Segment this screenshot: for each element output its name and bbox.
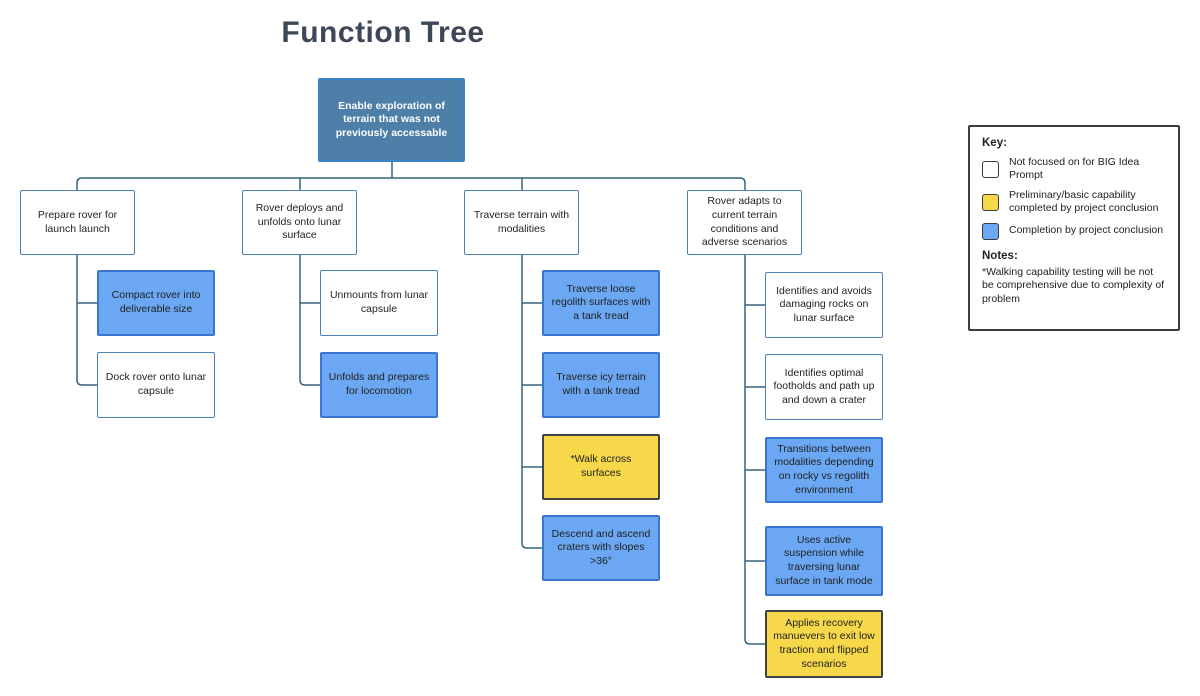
node-root-enable-exploration: Enable exploration of terrain that was n… bbox=[318, 78, 465, 162]
node-traverse-terrain-modalities: Traverse terrain with modalities bbox=[464, 190, 579, 255]
node-compact-rover: Compact rover into deliverable size bbox=[97, 270, 215, 336]
node-traverse-loose-regolith: Traverse loose regolith surfaces with a … bbox=[542, 270, 660, 336]
legend-label: Not focused on for BIG Idea Prompt bbox=[1009, 156, 1140, 182]
legend-notes-title: Notes: bbox=[982, 249, 1018, 262]
node-traverse-icy-terrain: Traverse icy terrain with a tank tread bbox=[542, 352, 660, 418]
legend-entry-preliminary: Preliminary/basic capability completed b… bbox=[982, 189, 1166, 215]
legend-swatch-yellow bbox=[982, 193, 999, 211]
legend-label: Completion by project conclusion bbox=[1009, 224, 1164, 237]
node-active-suspension: Uses active suspension while traversing … bbox=[765, 526, 883, 596]
legend-swatch-blue bbox=[982, 222, 999, 240]
node-unmounts-capsule: Unmounts from lunar capsule bbox=[320, 270, 438, 336]
node-dock-rover: Dock rover onto lunar capsule bbox=[97, 352, 215, 418]
diagram-title: Function Tree bbox=[281, 16, 485, 49]
legend-notes-text: *Walking capability testing will be not … bbox=[982, 265, 1165, 305]
node-rover-deploys-unfolds: Rover deploys and unfolds onto lunar sur… bbox=[242, 190, 357, 255]
legend-entry-not-focused: Not focused on for BIG Idea Prompt bbox=[982, 156, 1166, 182]
legend-entry-completion: Completion by project conclusion bbox=[982, 222, 1166, 240]
legend: Key: Not focused on for BIG Idea Prompt … bbox=[968, 125, 1180, 331]
node-descend-ascend-craters: Descend and ascend craters with slopes >… bbox=[542, 515, 660, 581]
node-unfolds-locomotion: Unfolds and prepares for locomotion bbox=[320, 352, 438, 418]
legend-title: Key: bbox=[982, 137, 1007, 149]
node-transitions-modalities: Transitions between modalities depending… bbox=[765, 437, 883, 503]
node-walk-across-surfaces: *Walk across surfaces bbox=[542, 434, 660, 500]
legend-label: Preliminary/basic capability completed b… bbox=[1009, 189, 1159, 215]
node-identifies-footholds: Identifies optimal footholds and path up… bbox=[765, 354, 883, 420]
node-recovery-manuevers: Applies recovery manuevers to exit low t… bbox=[765, 610, 883, 678]
legend-swatch-white bbox=[982, 160, 999, 178]
node-prepare-rover-for-launch: Prepare rover for launch launch bbox=[20, 190, 135, 255]
node-rover-adapts-terrain: Rover adapts to current terrain conditio… bbox=[687, 190, 802, 255]
node-identifies-avoids-rocks: Identifies and avoids damaging rocks on … bbox=[765, 272, 883, 338]
